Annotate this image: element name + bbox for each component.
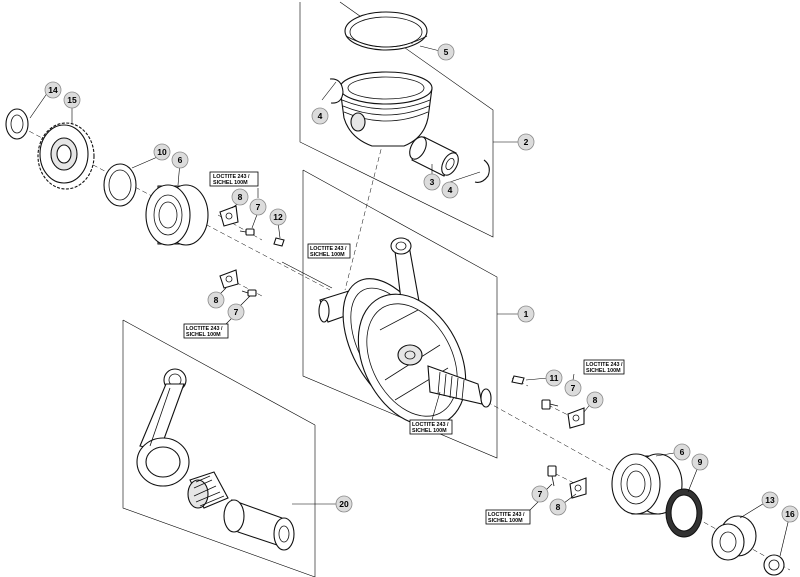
svg-text:20: 20 (339, 499, 349, 509)
svg-text:8: 8 (593, 395, 598, 405)
svg-text:7: 7 (538, 489, 543, 499)
callout-3[interactable]: 3 (423, 173, 441, 191)
callout-15[interactable]: 15 (63, 91, 81, 109)
seal-ring-16 (763, 554, 785, 576)
callout-8-lower-left[interactable]: 8 (207, 291, 225, 309)
washer-plate-8b (219, 269, 239, 289)
svg-text:13: 13 (765, 495, 775, 505)
svg-text:LOCTITE 243 /: LOCTITE 243 / (186, 326, 223, 332)
screw-7a (239, 228, 255, 236)
screw-7c (541, 399, 559, 410)
svg-text:3: 3 (430, 177, 435, 187)
callout-6-right[interactable]: 6 (673, 443, 691, 461)
svg-text:12: 12 (273, 212, 283, 222)
callout-7-right-lower[interactable]: 7 (531, 485, 549, 503)
svg-text:2: 2 (524, 137, 529, 147)
svg-text:LOCTITE 243 /: LOCTITE 243 / (412, 422, 449, 428)
svg-text:8: 8 (556, 502, 561, 512)
piston-circlip-4a (329, 78, 344, 104)
callout-9[interactable]: 9 (691, 453, 709, 471)
svg-text:SICHEL 100M: SICHEL 100M (488, 518, 523, 524)
svg-text:SICHEL 100M: SICHEL 100M (310, 252, 345, 258)
piston-pin-3 (409, 136, 459, 177)
svg-text:6: 6 (178, 155, 183, 165)
svg-text:8: 8 (214, 295, 219, 305)
svg-text:16: 16 (785, 509, 795, 519)
bearing-6-left (145, 184, 209, 246)
callout-1[interactable]: 1 (517, 305, 535, 323)
washer-plate-8c (567, 407, 585, 429)
svg-text:SICHEL 100M: SICHEL 100M (186, 332, 221, 338)
callout-7-upper-left[interactable]: 7 (249, 198, 267, 216)
loctite-note-lower-left: LOCTITE 243 / SICHEL 100M (183, 323, 229, 339)
gear-15 (37, 122, 95, 190)
crankshaft (318, 237, 492, 427)
svg-text:14: 14 (48, 85, 58, 95)
seal-9 (665, 488, 703, 538)
washer-plate-8d (569, 477, 587, 499)
callout-11[interactable]: 11 (545, 369, 563, 387)
washer-plate-8a (219, 205, 239, 227)
callout-4-upper[interactable]: 4 (311, 107, 329, 125)
callout-2[interactable]: 2 (517, 133, 535, 151)
key-12 (273, 237, 285, 247)
svg-text:5: 5 (444, 47, 449, 57)
svg-text:1: 1 (524, 309, 529, 319)
svg-text:7: 7 (571, 383, 576, 393)
loctite-note-right-upper: LOCTITE 243 / SICHEL 100M (583, 359, 625, 375)
svg-text:LOCTITE 243 /: LOCTITE 243 / (213, 174, 250, 180)
callout-13[interactable]: 13 (761, 491, 779, 509)
piston-ring-5 (344, 11, 428, 51)
callout-12[interactable]: 12 (269, 208, 287, 226)
seal-ring-14 (5, 108, 29, 140)
svg-text:7: 7 (256, 202, 261, 212)
svg-text:LOCTITE 243 /: LOCTITE 243 / (488, 512, 525, 518)
callout-5[interactable]: 5 (437, 43, 455, 61)
svg-text:4: 4 (448, 185, 453, 195)
svg-text:SICHEL 100M: SICHEL 100M (412, 428, 447, 434)
key-11 (511, 375, 525, 385)
svg-text:SICHEL 100M: SICHEL 100M (586, 368, 621, 374)
callout-8-right-upper[interactable]: 8 (586, 391, 604, 409)
svg-text:10: 10 (157, 147, 167, 157)
callout-8-right-lower[interactable]: 8 (549, 498, 567, 516)
callout-bubbles: 5 4 2 3 4 14 15 10 6 8 7 12 8 7 1 11 7 8… (44, 43, 799, 523)
callout-7-right-upper[interactable]: 7 (564, 379, 582, 397)
callout-16[interactable]: 16 (781, 505, 799, 523)
callout-6-left[interactable]: 6 (171, 151, 189, 169)
loctite-note-upper-left: LOCTITE 243 / SICHEL 100M (209, 171, 259, 187)
connecting-rod-kit (136, 368, 295, 551)
piston-circlip-4b (474, 159, 490, 183)
callout-8-upper-left[interactable]: 8 (231, 188, 249, 206)
svg-text:15: 15 (67, 95, 77, 105)
loctite-note-crank-left: LOCTITE 243 / SICHEL 100M (307, 243, 351, 259)
svg-text:6: 6 (680, 447, 685, 457)
svg-text:LOCTITE 243 /: LOCTITE 243 / (586, 362, 623, 368)
screw-7b (241, 289, 257, 297)
callout-4-lower[interactable]: 4 (441, 181, 459, 199)
svg-text:LOCTITE 243 /: LOCTITE 243 / (310, 246, 347, 252)
loctite-note-crank-right: LOCTITE 243 / SICHEL 100M (409, 419, 453, 435)
group-frames (122, 1, 498, 577)
svg-text:9: 9 (698, 457, 703, 467)
sleeve-13 (711, 515, 757, 561)
seal-10 (103, 163, 137, 207)
svg-text:7: 7 (234, 307, 239, 317)
callout-7-lower-left[interactable]: 7 (227, 303, 245, 321)
callout-10[interactable]: 10 (153, 143, 171, 161)
loctite-note-right-lower: LOCTITE 243 / SICHEL 100M (485, 509, 531, 525)
svg-text:4: 4 (318, 111, 323, 121)
screw-7d (547, 465, 557, 487)
callout-14[interactable]: 14 (44, 81, 62, 99)
callout-20[interactable]: 20 (335, 495, 353, 513)
svg-text:SICHEL 100M: SICHEL 100M (213, 180, 248, 186)
svg-text:11: 11 (550, 373, 559, 383)
piston (339, 71, 433, 147)
svg-text:8: 8 (238, 192, 243, 202)
